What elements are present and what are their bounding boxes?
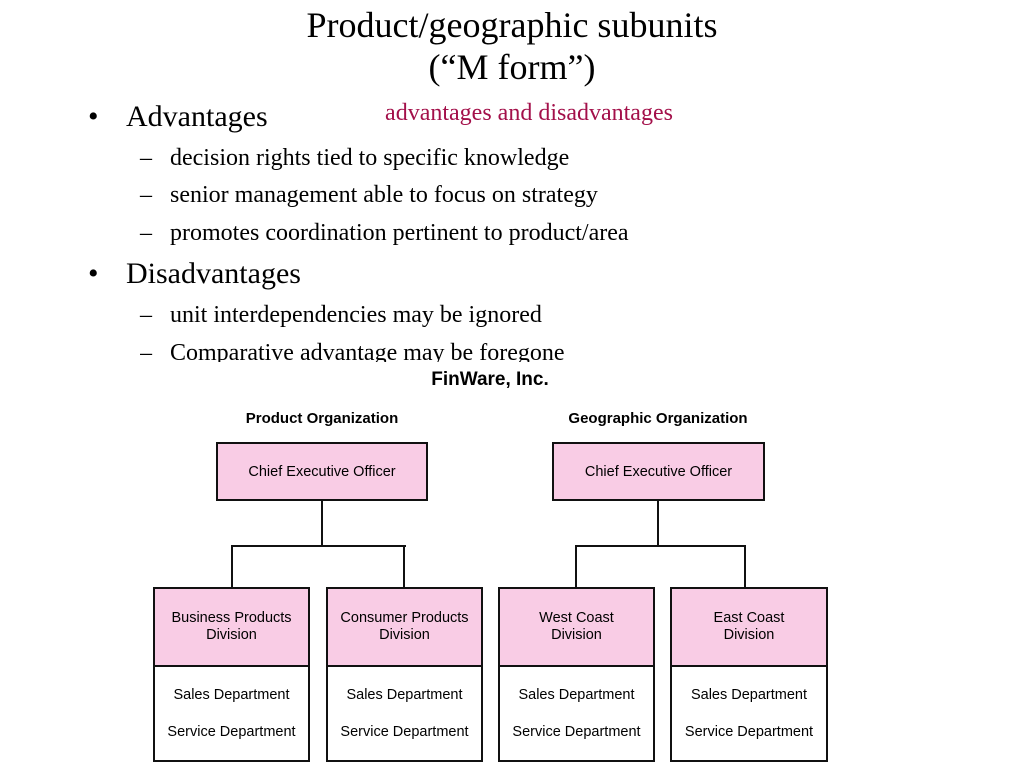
sales-department-label: Sales Department <box>346 687 463 703</box>
slide-subtitle: advantages and disadvantages <box>385 100 673 126</box>
sub-bullet: –decision rights tied to specific knowle… <box>140 143 569 173</box>
connector-line <box>321 501 323 546</box>
bullet-label: Advantages <box>126 100 268 133</box>
ceo-label: Chief Executive Officer <box>248 463 396 480</box>
sub-bullet: –senior management able to focus on stra… <box>140 180 598 210</box>
division-name-line-2: Division <box>723 627 775 643</box>
sales-department-label: Sales Department <box>173 687 290 703</box>
org-title-product: Product Organization <box>245 410 399 427</box>
service-department-label: Service Department <box>512 724 641 740</box>
service-department-label: Service Department <box>167 724 296 740</box>
division-box-west-coast: West Coast Division Sales Department Ser… <box>498 587 655 762</box>
division-name: West Coast <box>539 610 614 626</box>
dash-mark: – <box>140 302 152 328</box>
division-name-line-2: Division <box>551 627 602 643</box>
division-name: East Coast <box>713 610 785 626</box>
slide-title-line-1: Product/geographic subunits <box>306 5 718 45</box>
sub-bullet: –promotes coordination pertinent to prod… <box>140 218 629 248</box>
sales-department-label: Sales Department <box>690 687 808 703</box>
division-box-business-products: Business Products Division Sales Departm… <box>153 587 310 762</box>
company-name: FinWare, Inc. <box>431 369 549 390</box>
division-box-east-coast: East Coast Division Sales Department Ser… <box>670 587 828 762</box>
slide-title: Product/geographic subunits (“M form”) <box>0 4 1024 88</box>
org-title-geographic: Geographic Organization <box>568 410 748 427</box>
division-header: Consumer Products Division <box>328 589 481 667</box>
connector-line <box>575 545 577 588</box>
bullet-mark: • <box>88 257 99 290</box>
sub-bullet: –unit interdependencies may be ignored <box>140 300 542 330</box>
ceo-box-product: Chief Executive Officer <box>216 442 428 501</box>
division-header: East Coast Division <box>672 589 826 667</box>
division-name-line-2: Division <box>379 627 430 643</box>
connector-line <box>657 501 659 546</box>
division-box-consumer-products: Consumer Products Division Sales Departm… <box>326 587 483 762</box>
dash-mark: – <box>140 340 152 362</box>
connector-line <box>231 545 406 547</box>
service-department-label: Service Department <box>340 724 469 740</box>
ceo-box-geographic: Chief Executive Officer <box>552 442 765 501</box>
division-name: Business Products <box>171 610 292 626</box>
bullet-label: Disadvantages <box>126 257 301 290</box>
dash-mark: – <box>140 182 152 208</box>
dash-mark: – <box>140 220 152 246</box>
slide-title-line-2: (“M form”) <box>428 47 596 87</box>
sub-bullet-text: unit interdependencies may be ignored <box>170 302 542 328</box>
connector-line <box>575 545 746 547</box>
sub-bullet: –Comparative advantage may be foregone <box>140 338 565 362</box>
sub-bullet-text: decision rights tied to specific knowled… <box>170 145 570 171</box>
division-name-line-2: Division <box>206 627 257 643</box>
connector-line <box>231 545 233 588</box>
division-header: West Coast Division <box>500 589 653 667</box>
dash-mark: – <box>140 145 152 171</box>
connector-line <box>403 545 405 588</box>
division-name: Consumer Products <box>340 610 469 626</box>
ceo-label: Chief Executive Officer <box>584 463 733 480</box>
sub-bullet-text: promotes coordination pertinent to produ… <box>170 220 629 246</box>
org-chart-figure: FinWare, Inc. Product Organization Chief… <box>0 362 1024 768</box>
sub-bullet-text: senior management able to focus on strat… <box>170 182 598 208</box>
bullet-disadvantages: • Disadvantages <box>88 257 301 291</box>
sales-department-label: Sales Department <box>518 687 635 703</box>
service-department-label: Service Department <box>684 724 814 740</box>
bullet-mark: • <box>88 100 99 133</box>
connector-line <box>744 545 746 588</box>
bullet-advantages: • Advantages <box>88 100 268 134</box>
division-header: Business Products Division <box>155 589 308 667</box>
sub-bullet-text: Comparative advantage may be foregone <box>170 340 565 362</box>
